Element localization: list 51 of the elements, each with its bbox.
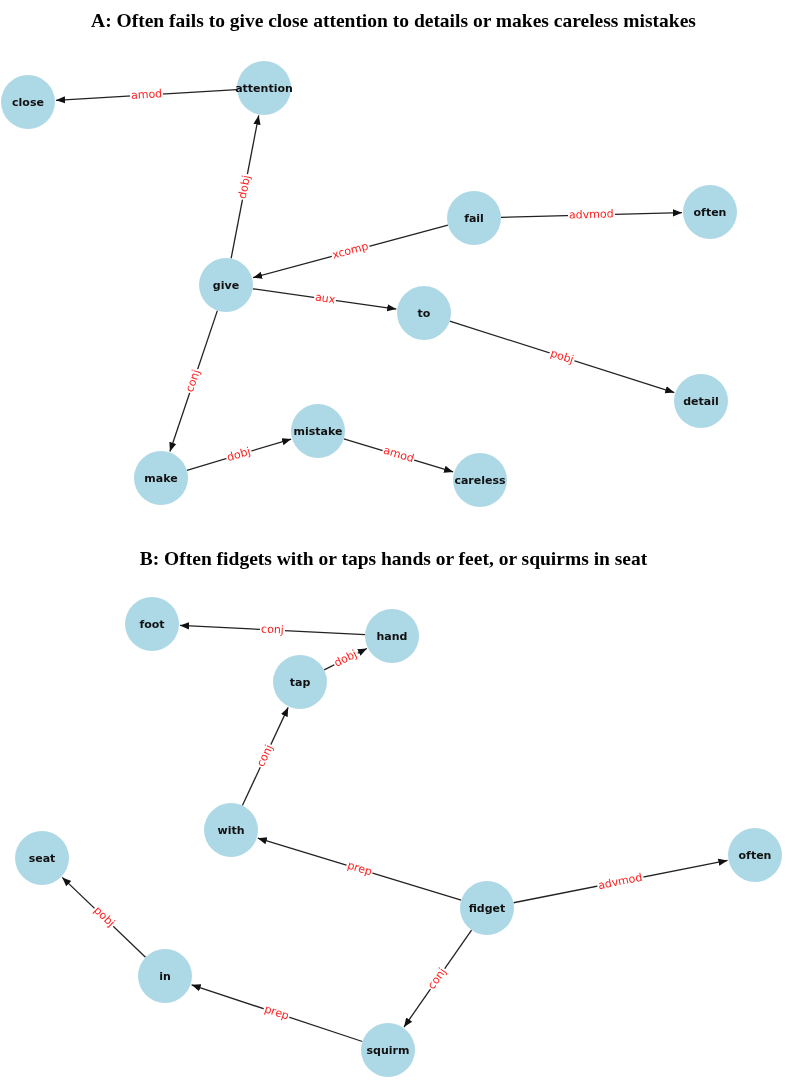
node-label: make bbox=[144, 471, 178, 485]
node-label: often bbox=[693, 205, 727, 219]
node-label: often bbox=[738, 848, 772, 862]
word-node bbox=[365, 609, 419, 663]
node-label: give bbox=[212, 278, 240, 292]
word-node bbox=[1, 75, 55, 129]
edge-label: prep bbox=[262, 1003, 292, 1024]
node-label: tap bbox=[289, 675, 311, 689]
word-node bbox=[237, 61, 291, 115]
node-label: attention bbox=[235, 81, 293, 95]
edge-label: conj bbox=[259, 623, 286, 637]
word-node bbox=[273, 655, 327, 709]
node-label: mistake bbox=[293, 424, 343, 438]
edge-label: aux bbox=[312, 291, 337, 307]
word-node bbox=[361, 1023, 415, 1077]
word-node bbox=[728, 828, 782, 882]
word-node bbox=[683, 185, 737, 239]
node-label: fidget bbox=[468, 901, 506, 915]
word-node bbox=[291, 404, 345, 458]
node-label: foot bbox=[139, 617, 165, 631]
edge-label: pobj bbox=[547, 347, 576, 367]
word-node bbox=[125, 597, 179, 651]
node-label: close bbox=[12, 95, 44, 109]
word-node bbox=[138, 949, 192, 1003]
edge-label: dobj bbox=[236, 173, 254, 201]
word-node bbox=[447, 191, 501, 245]
panel-title: A: Often fails to give close attention to details or makes careless mistakes bbox=[90, 10, 697, 32]
arrow bbox=[252, 288, 397, 312]
node-label: to bbox=[417, 306, 431, 320]
panel-title: B: Often fidgets with or taps hands or feet, or squirms in seat bbox=[138, 548, 649, 570]
edge-label: advmod bbox=[596, 871, 645, 892]
node-label: fail bbox=[464, 211, 484, 225]
edge-label: amod bbox=[129, 88, 164, 102]
word-node bbox=[15, 831, 69, 885]
node-label: squirm bbox=[366, 1043, 410, 1057]
word-node bbox=[199, 258, 253, 312]
node-label: with bbox=[217, 823, 245, 837]
arrow bbox=[449, 320, 675, 394]
word-node bbox=[674, 374, 728, 428]
node-label: careless bbox=[454, 473, 506, 487]
word-node bbox=[460, 881, 514, 935]
edge-label: prep bbox=[344, 859, 375, 879]
node-label: seat bbox=[28, 851, 56, 865]
word-node bbox=[453, 453, 507, 507]
node-label: in bbox=[159, 969, 171, 983]
node-label: hand bbox=[376, 629, 408, 643]
word-node bbox=[204, 803, 258, 857]
word-node bbox=[134, 451, 188, 505]
word-node bbox=[397, 286, 451, 340]
node-label: detail bbox=[683, 394, 719, 408]
edge-label: advmod bbox=[567, 208, 615, 222]
